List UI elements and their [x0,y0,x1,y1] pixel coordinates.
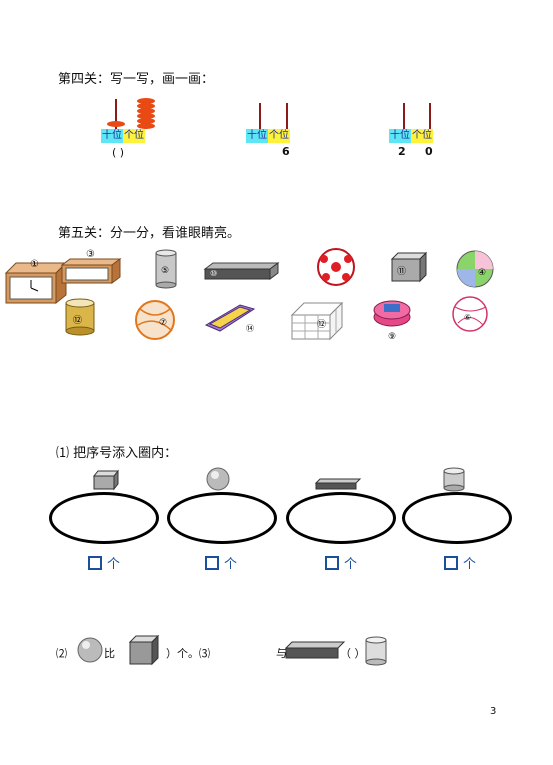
abacus3-ten-value: 2 [398,145,406,158]
label-7: ⑦ [159,318,167,328]
one-place-label: 个位 [123,129,145,143]
label-1: ① [30,259,39,270]
ten-place-label: 十位 [101,129,123,143]
part2-text-a: 比 [104,647,115,660]
level4-title: 第四关：写一写，画一画： [58,72,215,87]
label-12b: ⑫ [317,319,326,330]
answer-circle-cylinder[interactable] [402,492,512,544]
label-3: ③ [86,249,95,260]
answer-box[interactable] [88,555,102,570]
ten-rod [259,103,261,129]
page-number: 3 [490,706,497,717]
part2-text-b: ）个。⑶ [166,647,210,660]
abacus2-one-value: 6 [282,145,290,158]
one-rod [429,103,431,129]
ten-place-label: 十位 [389,129,411,143]
label-4: ④ [478,268,486,278]
cube-icon [128,634,160,666]
ten-rod [115,99,117,129]
part2-label: ⑵ [56,647,67,660]
label-10: ⑩ [210,269,217,278]
part3-text-c: 与 [276,647,287,660]
ten-place-label: 十位 [246,129,268,143]
label-5: ⑤ [161,266,169,276]
grid-cube: ⑫ [290,301,344,341]
sharpener-cylinder: ⑨ [373,300,411,342]
clock-cuboid-1: ① [4,259,68,305]
part3-text-d: （ ） [340,647,366,660]
cylinder-icon [365,636,387,666]
answer-circle-sphere[interactable] [167,492,277,544]
jar-cylinder: ⑫ [65,298,95,336]
answer-circle-cuboid[interactable] [49,492,159,544]
part1-title: ⑴ 把序号添入圈内： [56,446,178,461]
abacus1-answer: ( ) [112,146,125,159]
answer-circle-flat[interactable] [286,492,396,544]
clock-cuboid-3: ③ [60,249,122,284]
level5-title: 第五关：分一分，看谁眼睛亮。 [58,226,241,241]
ten-rod [403,103,405,129]
count-flat: 个 [325,553,357,572]
count-unit: 个 [224,557,238,572]
beach-ball: ④ [456,250,494,288]
count-unit: 个 [344,557,358,572]
basketball: ⑦ [135,300,175,340]
answer-box[interactable] [325,555,339,570]
place-value-label: 十位 个位 [389,129,433,143]
soccer-ball [317,248,355,286]
pencil-box: ⑭ [204,304,256,333]
one-place-label: 个位 [268,129,290,143]
answer-box[interactable] [444,555,458,570]
objects-picture: ① ③ ⑤ ⑩ ⑪ ④ [4,248,494,342]
place-value-label: 十位 个位 [246,129,290,143]
count-cuboid: 个 [88,553,120,572]
label-9: ⑨ [388,332,396,342]
count-cylinder: 个 [444,553,476,572]
flat-cuboid-icon [314,478,362,490]
label-12: ⑫ [73,315,82,326]
abacus3-one-value: 0 [425,145,433,158]
count-unit: 个 [463,557,477,572]
one-rod [286,103,288,129]
place-value-label: 十位 个位 [101,129,145,143]
book-cuboid: ⑩ [203,262,280,280]
part2-shapes [77,634,387,666]
volleyball: ⑥ [452,296,488,332]
shape-icons [92,467,465,492]
label-14: ⑭ [246,324,254,333]
label-11: ⑪ [397,266,406,277]
cube-box: ⑪ [390,251,428,283]
count-sphere: 个 [205,553,237,572]
cuboid-icon [92,469,120,491]
count-unit: 个 [107,557,121,572]
answer-box[interactable] [205,555,219,570]
flat-cuboid-icon [284,641,346,659]
sphere-icon [77,637,103,663]
abacus-beads [107,98,155,129]
one-place-label: 个位 [411,129,433,143]
sphere-icon [206,467,230,491]
label-6: ⑥ [464,313,471,322]
cylinder-icon [443,467,465,492]
can-cylinder: ⑤ [155,249,177,289]
